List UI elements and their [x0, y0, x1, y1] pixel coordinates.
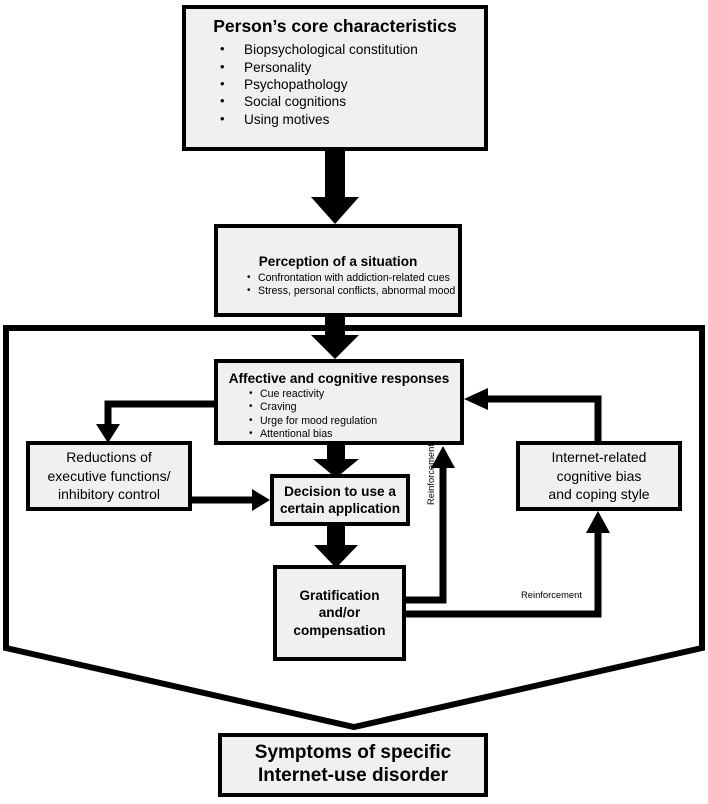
arrow-cogbias-to-affective: [487, 395, 602, 441]
arrowhead-to-cogbias: [586, 511, 610, 533]
node-gratification-compensation: Gratification and/or compensation: [273, 565, 406, 661]
edge-label-reinforcement-to-affective: Reinforcement: [425, 444, 436, 505]
node-symptoms-line-1: Symptoms of specific: [254, 742, 452, 764]
arrow-gratification-to-affective: [406, 463, 447, 604]
arrow-gratification-to-cogbias: [406, 528, 602, 618]
node-internet-related-cognitive-bias: Internet-related cognitive bias and copi…: [516, 441, 682, 511]
node-decision-to-use-application: Decision to use a certain application: [270, 474, 410, 526]
arrowhead-to-reductions: [96, 424, 120, 443]
node-gratification-line-1: Gratification: [299, 588, 380, 604]
node-reductions-line-1: Reductions of: [66, 449, 152, 466]
list-item: Urge for mood regulation: [249, 415, 460, 429]
node-core-title: Person’s core characteristics: [213, 16, 457, 36]
node-perception-of-a-situation: Perception of a situation Confrontation …: [214, 224, 462, 317]
arrow-perception-to-affective: [311, 317, 359, 359]
node-reductions-line-2: executive functions/: [47, 467, 171, 484]
node-core-bullets: Biopsychological constitution Personalit…: [220, 41, 484, 128]
node-symptoms-of-internet-use-disorder: Symptoms of specific Internet-use disord…: [218, 733, 488, 797]
node-decision-line-2: certain application: [279, 501, 401, 516]
outer-funnel-shape: [3, 325, 705, 731]
node-affective-title: Affective and cognitive responses: [228, 371, 450, 386]
node-cogbias-line-2: cognitive bias: [556, 467, 642, 484]
node-decision-line-1: Decision to use a: [284, 483, 396, 499]
node-symptoms-line-2: Internet-use disorder: [257, 765, 449, 786]
node-perception-title: Perception of a situation: [258, 254, 418, 269]
list-item: Biopsychological constitution: [220, 41, 484, 58]
list-item: Cue reactivity: [249, 388, 460, 402]
list-item: Personality: [220, 59, 484, 76]
node-reductions-of-executive-functions: Reductions of executive functions/ inhib…: [26, 441, 192, 511]
list-item: Attentional bias: [249, 428, 460, 442]
list-item: Psychopathology: [220, 76, 484, 93]
node-cogbias-line-1: Internet-related: [551, 449, 647, 466]
node-affective-and-cognitive-responses: Affective and cognitive responses Cue re…: [214, 359, 464, 445]
arrowhead-to-decision: [252, 489, 270, 511]
list-item: Stress, personal conflicts, abnormal moo…: [247, 285, 458, 299]
arrow-core-to-perception: [311, 151, 359, 224]
node-perception-bullets: Confrontation with addiction-related cue…: [247, 272, 458, 299]
list-item: Confrontation with addiction-related cue…: [247, 272, 458, 286]
node-affective-bullets: Cue reactivity Craving Urge for mood reg…: [249, 388, 460, 442]
list-item: Craving: [249, 401, 460, 415]
arrow-affective-to-decision: [313, 445, 359, 478]
list-item: Social cognitions: [220, 93, 484, 110]
node-gratification-line-2: and/or: [318, 605, 361, 621]
arrowhead-cogbias-to-affective: [464, 388, 488, 410]
node-gratification-line-3: compensation: [293, 622, 386, 638]
node-reductions-line-3: inhibitory control: [58, 486, 160, 503]
arrowhead-to-affective: [431, 446, 455, 468]
arrow-affective-to-reductions: [104, 400, 214, 430]
node-cogbias-line-3: and coping style: [548, 486, 650, 503]
node-person-core-characteristics: Person’s core characteristics Biopsychol…: [182, 5, 488, 151]
list-item: Using motives: [220, 111, 484, 128]
arrow-decision-to-gratification: [314, 526, 358, 568]
edge-label-reinforcement-to-cognitive-bias: Reinforcement: [521, 589, 582, 600]
